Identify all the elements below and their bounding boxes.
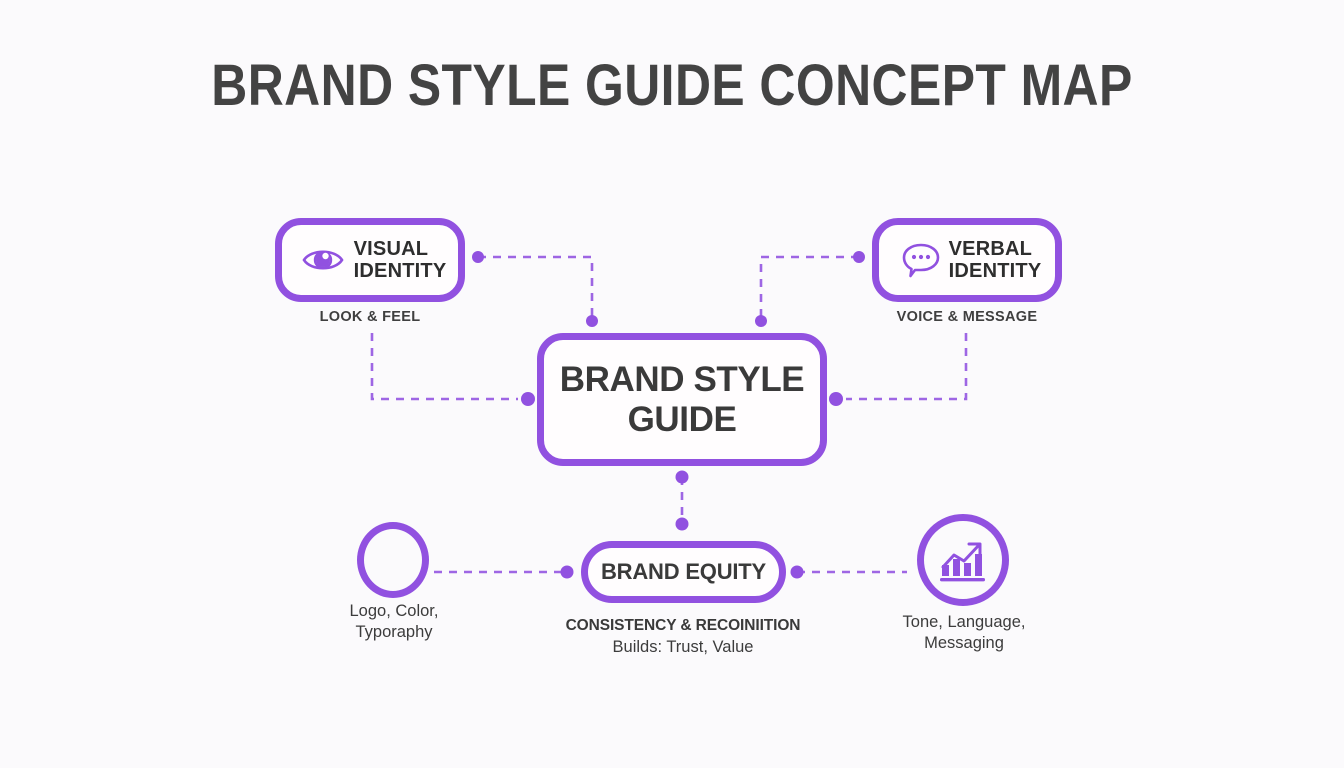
connector-dot (755, 315, 767, 327)
connector-dot (675, 470, 689, 484)
connector-dot (521, 392, 535, 406)
caption-logo-color-typography: Logo, Color, Typoraphy (318, 601, 470, 644)
node-brand-style-guide[interactable]: BRAND STYLE GUIDE (537, 333, 827, 466)
caption-tone-line2: Messaging (924, 634, 1004, 653)
connector-dot (829, 392, 843, 406)
eye-icon (302, 245, 344, 275)
link-lookfeel-to-center (370, 333, 518, 401)
node-brand-equity-label: BRAND EQUITY (600, 559, 767, 584)
node-verbal-identity[interactable]: VERBAL IDENTITY (872, 218, 1062, 302)
caption-logo-line1: Logo, Color, (349, 602, 439, 620)
caption-tone-line1: Tone, Language, (902, 613, 1026, 631)
connector-dot (675, 517, 689, 531)
node-logo-color-typography[interactable] (357, 522, 429, 598)
bar-chart-growth-icon (937, 535, 989, 585)
caption-brand-equity: CONSISTENCY & RECOINIITION Builds: Trust… (553, 617, 813, 657)
connector-dot (853, 251, 865, 263)
link-verbal-to-center (759, 255, 859, 321)
connector-dot (472, 251, 484, 263)
connector-dot (560, 565, 574, 579)
caption-brand-equity-line1: CONSISTENCY & RECOINIITION (565, 617, 801, 634)
page-title: BRAND STYLE GUIDE CONCEPT MAP (211, 53, 1133, 118)
speech-bubble-icon (901, 242, 941, 278)
node-verbal-identity-label: VERBAL IDENTITY (948, 237, 1042, 282)
node-brand-equity[interactable]: BRAND EQUITY (581, 541, 786, 603)
caption-voice-and-message: VOICE & MESSAGE (896, 309, 1038, 325)
node-visual-identity[interactable]: VISUAL IDENTITY (275, 218, 465, 302)
caption-look-and-feel: LOOK & FEEL (319, 309, 421, 325)
node-brand-style-guide-label: BRAND STYLE GUIDE (559, 360, 805, 439)
caption-brand-equity-line2: Builds: Trust, Value (612, 638, 754, 656)
node-visual-identity-label: VISUAL IDENTITY (353, 237, 447, 282)
caption-tone-language-messaging: Tone, Language, Messaging (885, 612, 1043, 655)
node-tone-language-messaging[interactable] (917, 514, 1009, 606)
link-visual-to-center (478, 255, 594, 321)
link-voice-to-center (846, 333, 968, 401)
connector-dot (790, 565, 804, 579)
caption-logo-line2: Typoraphy (355, 623, 433, 642)
connector-dot (586, 315, 598, 327)
